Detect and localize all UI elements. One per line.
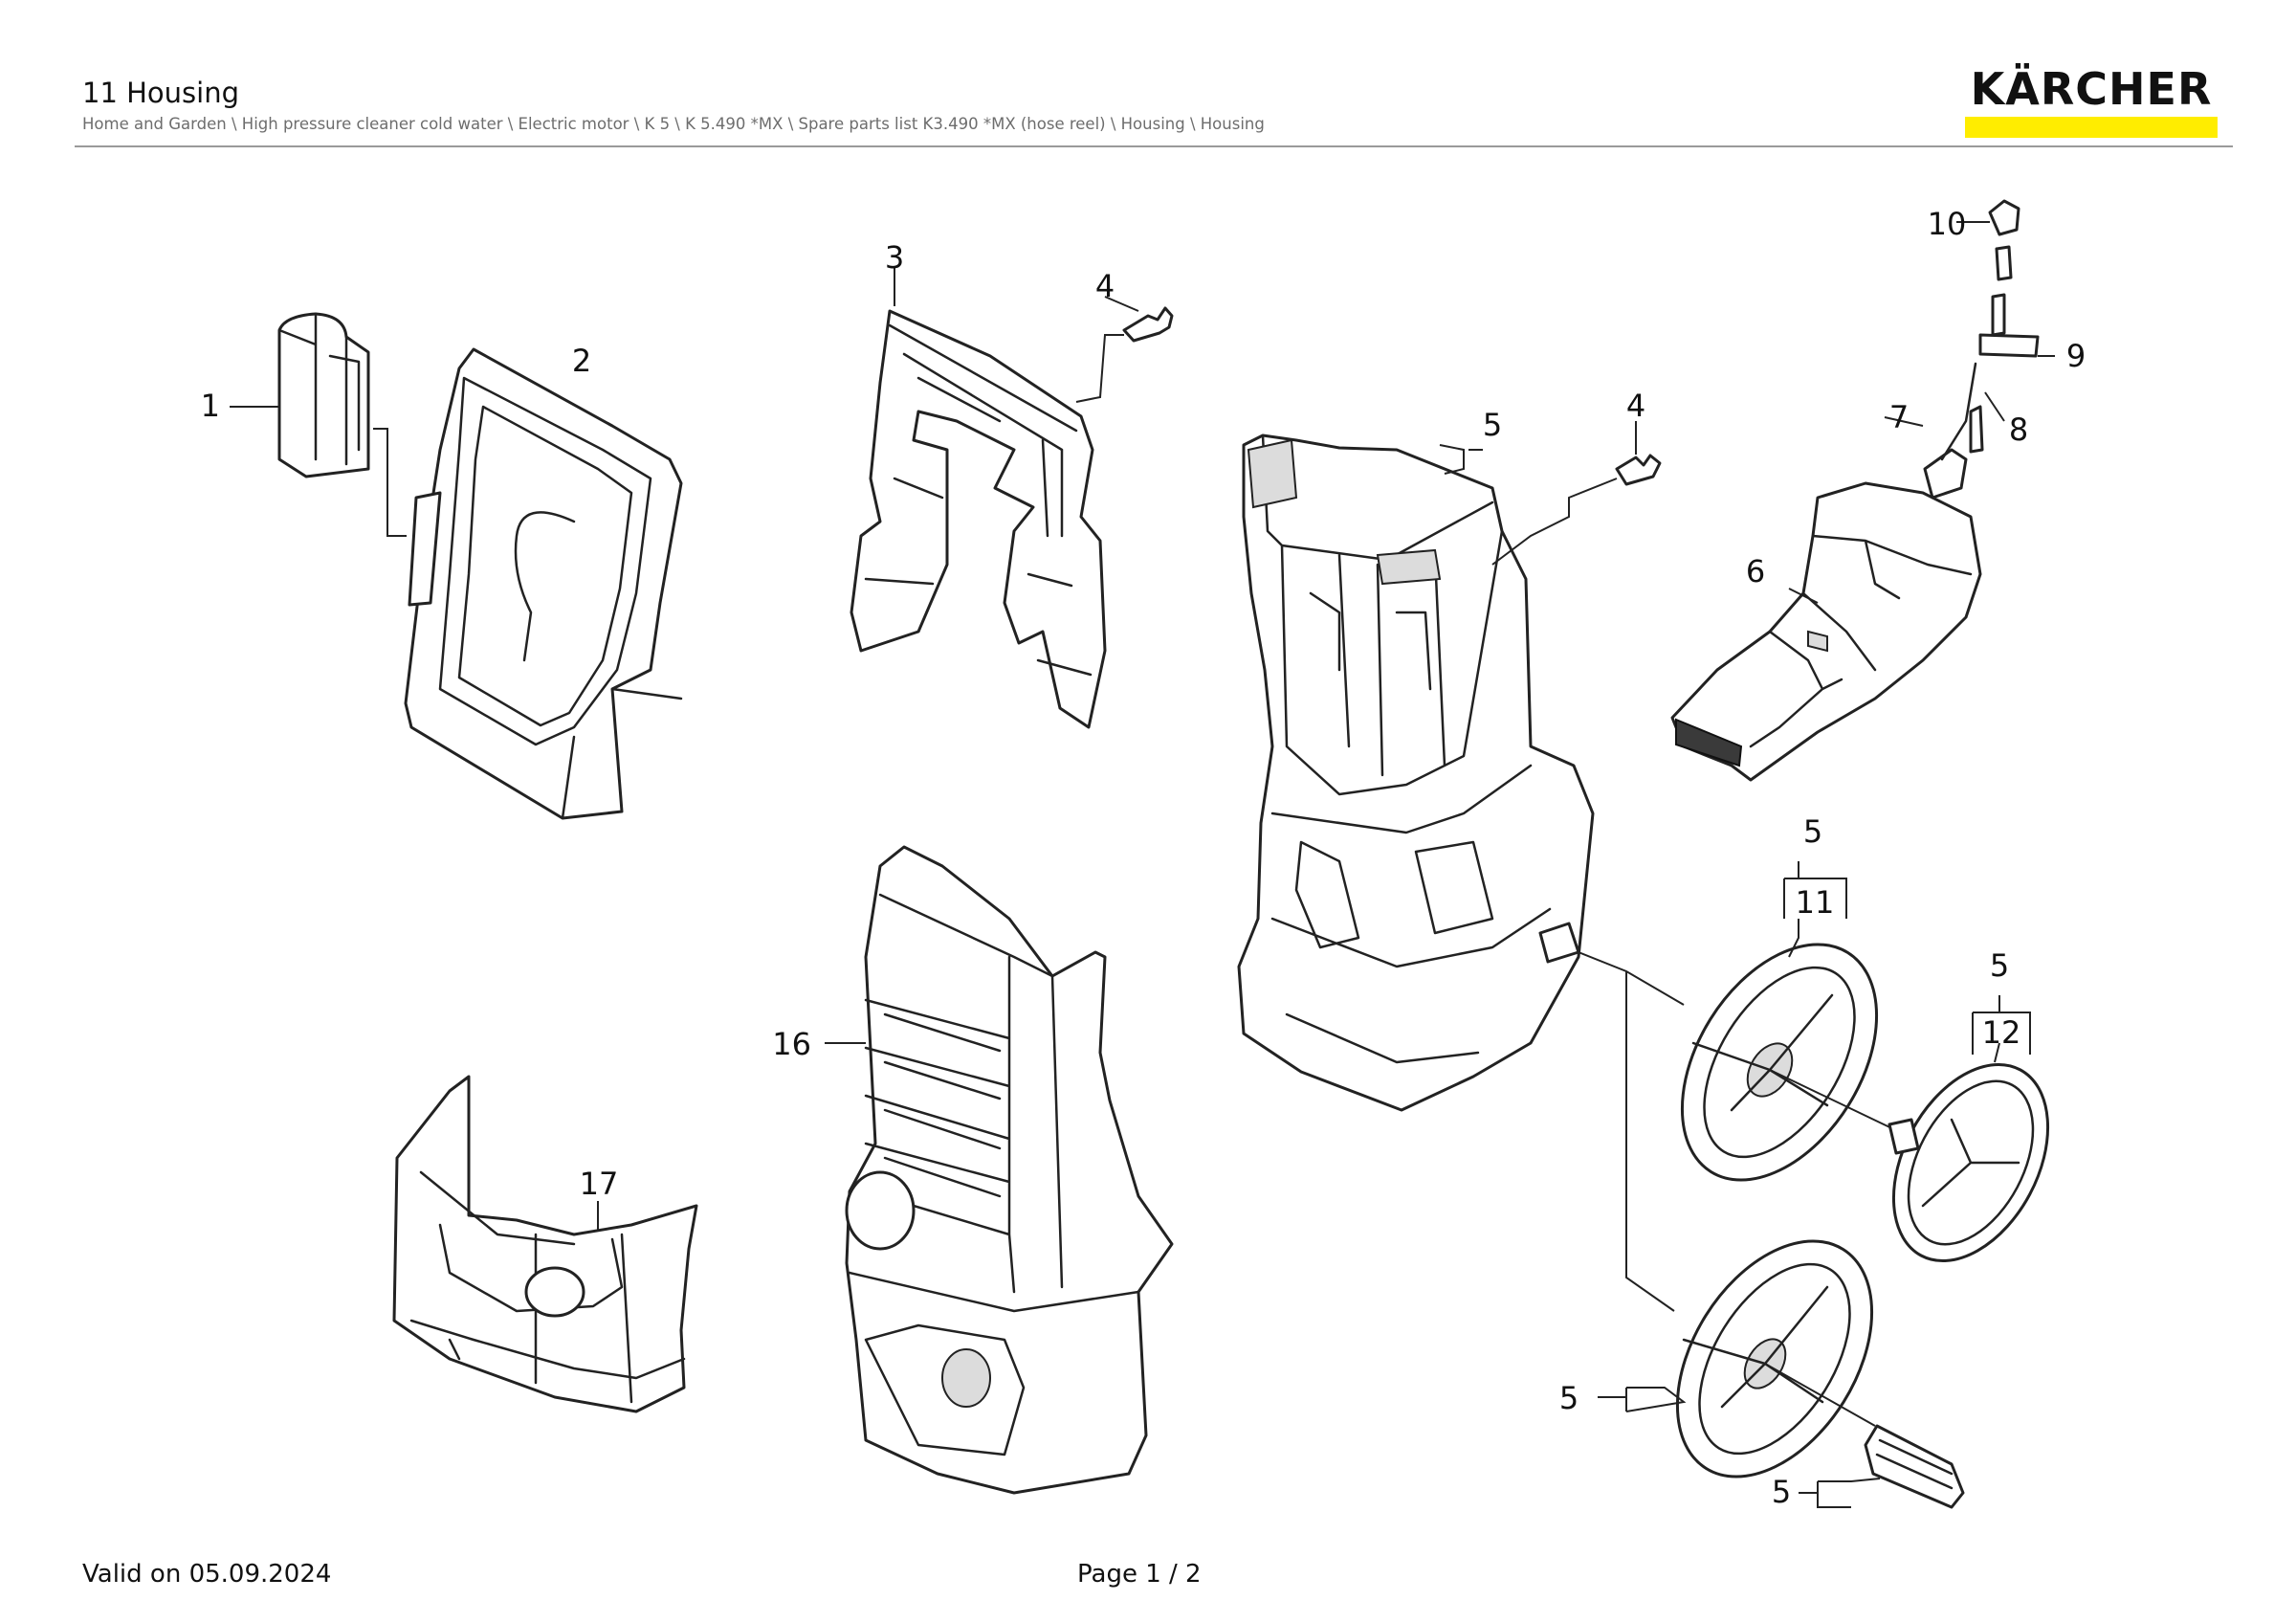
part-12-hub-cap [1888, 1042, 2050, 1263]
callout-3: 3 [885, 239, 904, 276]
callout-2: 2 [572, 343, 591, 379]
part-3-top-cover [850, 268, 1124, 729]
valid-date: Valid on 05.09.2024 [82, 1560, 332, 1589]
logo-wordmark: KÄRCHER [1970, 63, 2213, 115]
callout-8: 8 [2009, 411, 2028, 448]
part-6-tank [1670, 481, 1982, 782]
part-17-base-cover [392, 1075, 698, 1413]
part-5-lower-wheel [1598, 1239, 1965, 1509]
callout-5-wheel: 5 [1803, 813, 1822, 850]
logo-yellow-bar [1965, 117, 2218, 138]
callout-9: 9 [2066, 338, 2086, 374]
callout-1: 1 [201, 388, 220, 424]
callout-11-box [1783, 861, 1847, 919]
callout-4-upper: 4 [1095, 268, 1115, 304]
callout-11: 11 [1796, 884, 1835, 921]
callout-4-right: 4 [1626, 388, 1645, 424]
callout-10: 10 [1928, 206, 1967, 242]
callout-12-box [1972, 995, 2031, 1055]
callout-17: 17 [580, 1166, 619, 1202]
callout-7: 7 [1889, 399, 1909, 435]
callout-5-cap: 5 [1990, 947, 2009, 984]
header-divider [75, 145, 2233, 147]
breadcrumb: Home and Garden \ High pressure cleaner … [82, 115, 1265, 133]
part-11-wheel [1680, 919, 1905, 1182]
page-title: 11 Housing [82, 77, 240, 109]
callout-5-axle: 5 [1772, 1474, 1791, 1510]
callout-12: 12 [1982, 1014, 2021, 1051]
part-2-front-frame [404, 347, 683, 820]
part-7-to-10-valve-assembly [1884, 199, 2055, 500]
callout-6: 6 [1746, 553, 1765, 589]
callout-5-lower-wheel: 5 [1559, 1380, 1578, 1416]
page-number: Page 1 / 2 [1077, 1560, 1202, 1589]
part-5-housing-back [1237, 434, 1685, 1312]
part-16-front-housing [825, 845, 1174, 1495]
part-4-screw-upper [1104, 296, 1174, 343]
callout-16: 16 [772, 1026, 811, 1062]
callout-5-housing: 5 [1483, 407, 1502, 443]
part-4-screw-right [1491, 421, 1662, 566]
part-1-clip [230, 312, 407, 537]
karcher-logo: KÄRCHER [1965, 63, 2218, 140]
